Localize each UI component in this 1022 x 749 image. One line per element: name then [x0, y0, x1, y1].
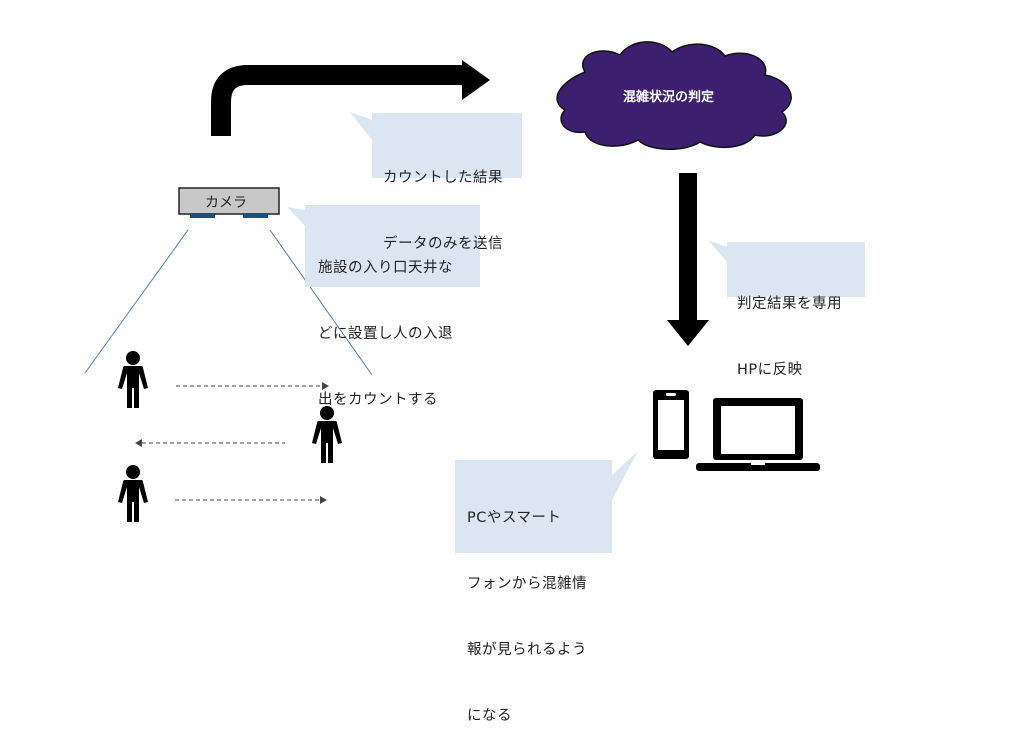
smartphone-icon [653, 390, 689, 459]
callout-send-bubble [350, 112, 522, 178]
laptop-icon [696, 398, 820, 471]
camera-lens-left [190, 213, 215, 218]
callout-reflect-bubble [708, 240, 865, 297]
cloud-label: 混雑状況の判定 [623, 90, 715, 105]
callout-devices-bubble [455, 451, 638, 553]
callout-line: フォンから混雑情 [467, 576, 587, 592]
callout-line: 判定結果を専用 [737, 296, 842, 312]
callout-line: になる [467, 708, 512, 724]
send-arrow [211, 60, 490, 136]
camera-label: カメラ [205, 195, 247, 211]
callout-line: どに設置し人の入退 [318, 326, 453, 342]
callout-send-text: カウントした結果 データのみを送信 [383, 123, 503, 277]
callout-reflect-text: 判定結果を専用 HPに反映 [737, 249, 842, 403]
movement-arrow-1 [176, 382, 329, 390]
movement-arrow-2 [135, 439, 285, 447]
callout-line: 出をカウントする [318, 392, 438, 408]
callout-devices-text: PCやスマート フォンから混雑情 報が見られるよう になる [467, 463, 587, 749]
person-3-icon [118, 465, 148, 522]
callout-camera-bubble [287, 205, 480, 287]
diagram-canvas [84, 41, 865, 553]
callout-camera-text: 施設の入り口天井な どに設置し人の入退 出をカウントする [318, 213, 453, 433]
camera-cone-right [269, 229, 373, 376]
callout-line: 報が見られるよう [467, 642, 587, 658]
camera-cone-left [84, 229, 189, 374]
movement-arrow-3 [175, 496, 327, 504]
callout-line: HPに反映 [737, 362, 803, 378]
callout-line: データのみを送信 [383, 236, 503, 252]
callout-line: カウントした結果 [383, 170, 503, 186]
callout-line: 施設の入り口天井な [318, 260, 453, 276]
reflect-arrow [667, 173, 709, 346]
camera-body [178, 187, 280, 215]
camera-lens-right [243, 213, 268, 218]
person-1-icon [118, 351, 148, 408]
cloud-shape [556, 41, 792, 150]
callout-line: PCやスマート [467, 510, 562, 526]
